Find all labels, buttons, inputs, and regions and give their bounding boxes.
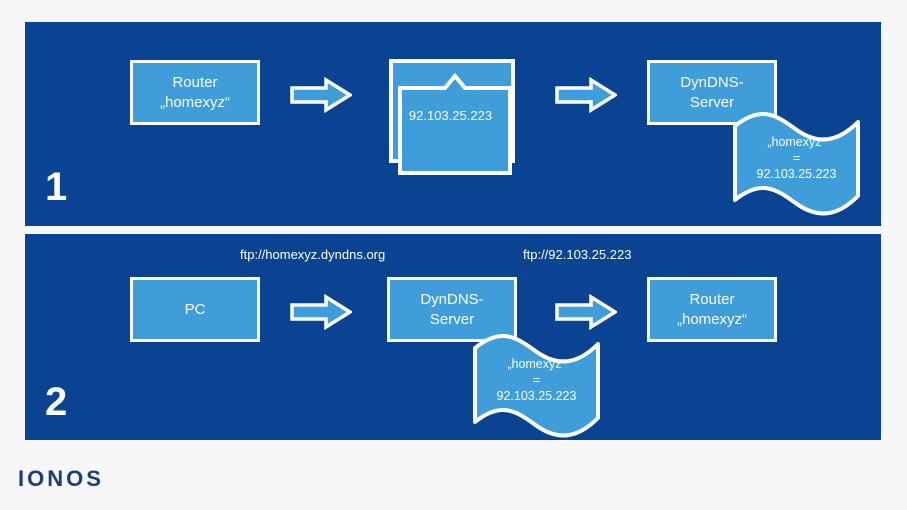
step-number-2: 2 (45, 380, 68, 424)
node-dyndns-server-p2: DynDNS- Server (387, 277, 517, 342)
arrow-right-icon-p2-a (290, 294, 352, 330)
record-banner-p1: „homexyz“ = 92.103.25.223 (730, 108, 863, 218)
diagram-panel-step-2: 2 ftp://homexyz.dyndns.org ftp://92.103.… (25, 234, 881, 440)
ionos-logo: IONOS (18, 466, 104, 491)
diagram-panel-step-1: 1 Router „homexyz“ 92.103.25.223 DynDNS-… (25, 22, 881, 226)
node-pc-p2: PC (130, 277, 260, 342)
node-router-p1: Router „homexyz“ (130, 60, 260, 125)
caption-ftp-ip: ftp://92.103.25.223 (523, 247, 632, 262)
caption-ftp-hostname: ftp://homexyz.dyndns.org (240, 247, 386, 262)
arrow-right-icon-p1-a (290, 77, 352, 113)
arrow-right-icon-p2-b (555, 294, 617, 330)
step-number-1: 1 (45, 165, 68, 209)
node-router-p2: Router „homexyz“ (647, 277, 777, 342)
envelope-icon-p1: 92.103.25.223 (388, 58, 523, 176)
record-banner-p2: „homexyz“ = 92.103.25.223 (470, 330, 603, 440)
arrow-right-icon-p1-b (555, 77, 617, 113)
